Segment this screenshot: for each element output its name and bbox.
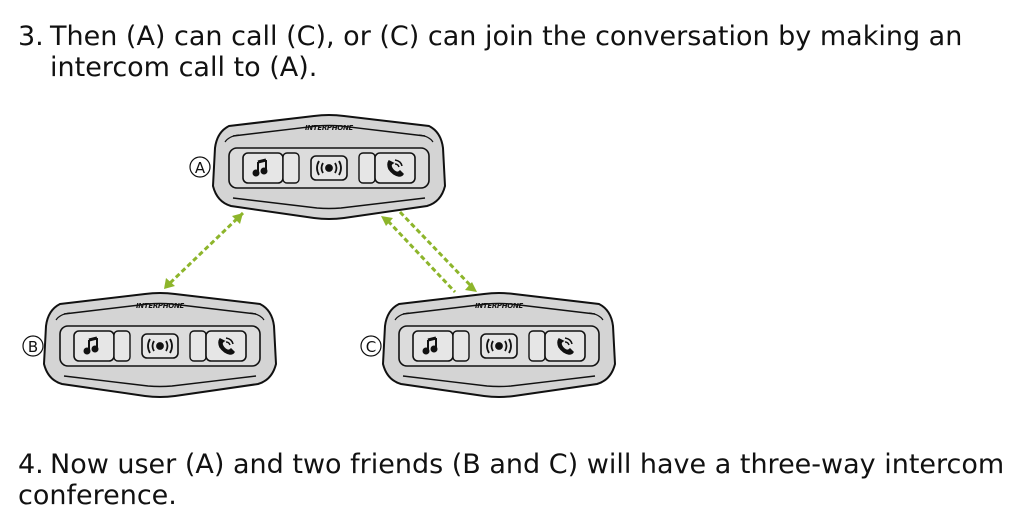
label-b: B [22,335,44,357]
label-c: C [360,335,382,357]
device-c: INTERPHONE [381,291,617,399]
step-4: 4. Now user (A) and two friends (B and C… [18,449,1013,513]
connection-line-a-c [381,210,477,294]
intercom-diagram: INTERPHONE A INTERPHONE B INTERPHONE C [22,113,617,399]
step-3: 3. Then (A) can call (C), or (C) can joi… [18,21,1008,85]
connection-line-a-b [164,211,245,289]
device-label: B [28,338,38,356]
device-a: INTERPHONE [211,113,447,221]
brand-logo: INTERPHONE [305,124,354,132]
label-a: A [189,156,211,178]
device-label: C [366,338,376,356]
brand-logo: INTERPHONE [475,302,524,310]
step-text: Then (A) can call (C), or (C) can join t… [50,21,963,83]
step-number: 3. [18,21,44,52]
brand-logo: INTERPHONE [136,302,185,310]
device-b: INTERPHONE [42,291,278,399]
step-text: Now user (A) and two friends (B and C) w… [18,449,1005,511]
device-label: A [195,159,206,177]
step-number: 4. [18,449,44,480]
